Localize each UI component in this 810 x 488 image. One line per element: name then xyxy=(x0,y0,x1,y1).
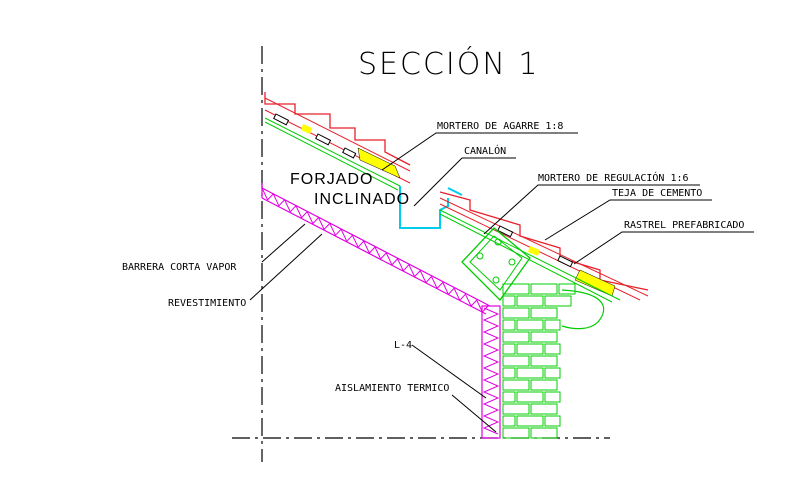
brick xyxy=(544,415,561,427)
brick xyxy=(502,367,516,379)
drawing-title: SECCIÓN 1 xyxy=(358,45,539,82)
inclinado-label: INCLINADO xyxy=(314,191,410,208)
brick xyxy=(516,415,544,427)
brick xyxy=(516,295,544,307)
leader-mortero-regulacion xyxy=(483,184,700,235)
brick xyxy=(530,283,558,295)
brick xyxy=(516,319,544,331)
brick xyxy=(544,367,561,379)
label-mortero-regulacion: MORTERO DE REGULACIÓN 1:6 xyxy=(538,171,689,184)
brick xyxy=(516,343,544,355)
leader-revestimiento xyxy=(249,233,323,301)
brick xyxy=(502,319,516,331)
gutter-canalon xyxy=(399,186,449,229)
label-teja-cemento: TEJA DE CEMENTO xyxy=(612,188,702,199)
leader-mortero-agarre xyxy=(381,132,578,171)
leader-aislamiento xyxy=(451,394,497,433)
brick xyxy=(502,427,530,439)
cornice-molding xyxy=(561,289,605,330)
wall-insulation xyxy=(481,305,501,439)
label-rastrel: RASTREL PREFABRICADO xyxy=(624,220,744,231)
label-l4: L-4 xyxy=(394,340,412,351)
label-canalon: CANALÓN xyxy=(464,144,506,157)
leader-l4 xyxy=(411,344,487,399)
brick xyxy=(530,331,558,343)
brick xyxy=(544,295,572,307)
brick xyxy=(502,331,530,343)
gutter-lip xyxy=(447,187,463,196)
label-barrera-corta-vapor: BARRERA CORTA VAPOR xyxy=(122,262,237,273)
brick xyxy=(502,391,516,403)
lower-roof-layers xyxy=(439,191,649,303)
brick xyxy=(530,379,558,391)
inclined-slab-truss xyxy=(261,183,491,315)
label-revestimiento: REVESTIMIENTO xyxy=(168,298,246,309)
label-mortero-agarre: MORTERO DE AGARRE 1:8 xyxy=(437,121,563,132)
brick-wall xyxy=(502,283,576,439)
brick xyxy=(530,355,558,367)
label-aislamiento-termico: AISLAMIENTO TERMICO xyxy=(335,383,449,394)
leader-teja-cemento xyxy=(544,199,712,241)
brick xyxy=(530,427,558,439)
brick xyxy=(544,391,561,403)
brick xyxy=(530,307,558,319)
brick xyxy=(502,355,530,367)
ring-beam xyxy=(461,227,531,302)
brick xyxy=(530,403,558,415)
brick xyxy=(544,319,561,331)
leader-canalon xyxy=(413,157,516,207)
leader-rastrel xyxy=(573,231,754,265)
brick xyxy=(502,379,530,391)
brick xyxy=(502,295,516,307)
brick xyxy=(516,367,544,379)
upper-roof-layers xyxy=(264,92,411,191)
brick xyxy=(516,391,544,403)
brick xyxy=(558,283,576,295)
brick xyxy=(502,343,516,355)
brick xyxy=(502,415,516,427)
brick xyxy=(502,283,530,295)
leader-barrera xyxy=(261,223,306,263)
brick xyxy=(544,343,561,355)
brick xyxy=(502,403,530,415)
brick xyxy=(502,307,530,319)
forjado-label: FORJADO xyxy=(290,171,373,188)
